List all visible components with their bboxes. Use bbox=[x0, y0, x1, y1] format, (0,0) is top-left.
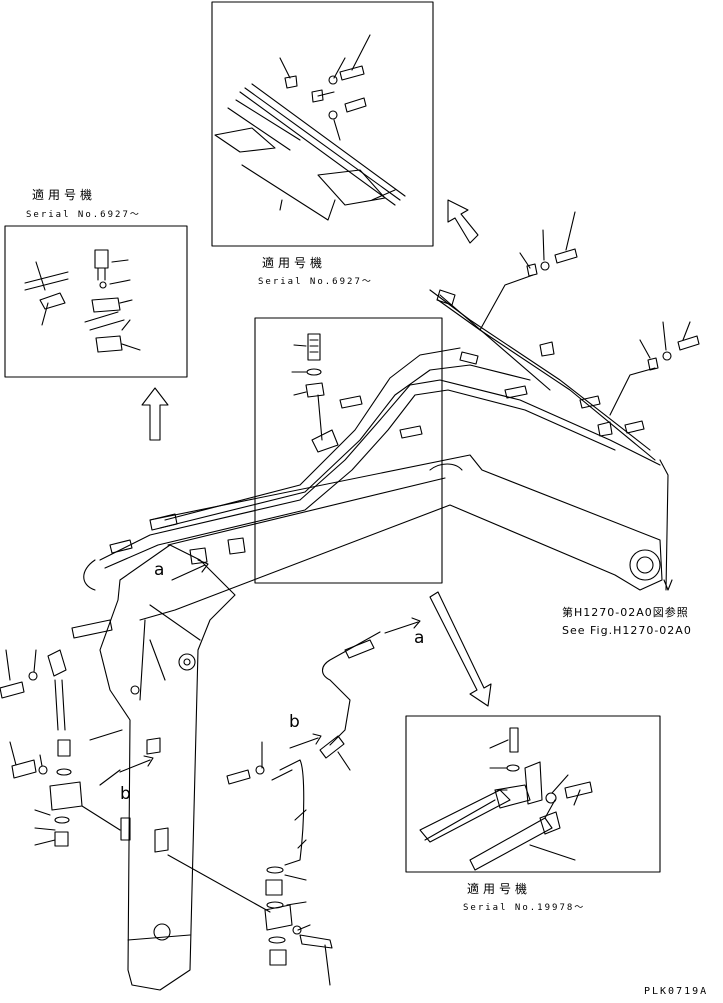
top-inset-model-label: 適用号機 bbox=[262, 256, 327, 270]
inset-frame-bottom-right bbox=[405, 715, 661, 873]
inset-frame-top bbox=[211, 1, 434, 247]
drawing-code: PLK0719A bbox=[644, 986, 709, 997]
direction-arrows bbox=[119, 199, 492, 773]
figure-reference-en: See Fig.H1270-02A0 bbox=[562, 624, 692, 637]
hydraulic-lines bbox=[83, 289, 661, 591]
lower-left-hardware bbox=[0, 619, 123, 847]
top-inset-serial-label: Serial No.6927～ bbox=[258, 277, 373, 287]
mid-hose-assembly bbox=[167, 631, 381, 986]
bottom-right-inset-serial-label: Serial No.19978～ bbox=[463, 903, 586, 913]
bottom-right-inset-model-label: 適用号機 bbox=[467, 882, 532, 896]
inset-frame-center bbox=[254, 317, 443, 584]
top-inset-drawing bbox=[214, 34, 406, 221]
main-boom bbox=[99, 454, 663, 991]
view-marker-a-left: a bbox=[154, 560, 165, 580]
view-marker-b-right: b bbox=[289, 712, 300, 732]
figure-reference-jp: 第H1270-02A0図参照 bbox=[562, 606, 689, 619]
view-marker-b-left: b bbox=[120, 784, 131, 804]
upper-right-hardware bbox=[479, 211, 700, 591]
center-inset-drawing bbox=[291, 333, 339, 453]
left-inset-model-label: 適用号機 bbox=[32, 188, 97, 202]
left-inset-drawing bbox=[24, 249, 141, 353]
bottom-right-inset-drawing bbox=[419, 727, 593, 871]
view-marker-a-right: a bbox=[414, 628, 425, 648]
left-inset-serial-label: Serial No.6927～ bbox=[26, 210, 141, 220]
inset-frame-left bbox=[4, 225, 188, 378]
